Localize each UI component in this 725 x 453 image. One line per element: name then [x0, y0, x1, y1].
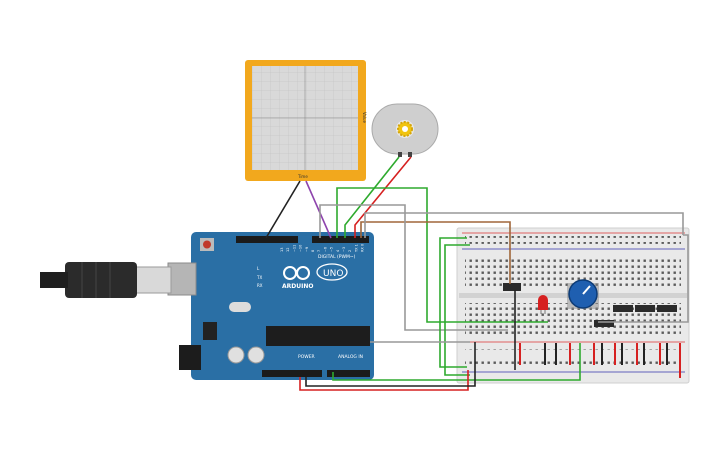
- model-label: UNO: [323, 269, 343, 279]
- dc-motor[interactable]: [371, 103, 439, 157]
- analog-header[interactable]: [327, 370, 370, 377]
- capacitor-1: [227, 346, 245, 364]
- digital-header-left[interactable]: [236, 236, 298, 243]
- rx-label: RX: [257, 283, 263, 288]
- push-button[interactable]: [503, 283, 521, 291]
- pin-label: ~10: [299, 245, 303, 252]
- wire-green-3: [444, 244, 470, 376]
- pin-label: 13: [280, 248, 284, 252]
- wire-gray-right: [598, 234, 689, 323]
- pin-label: 7: [317, 250, 321, 252]
- usb-cable[interactable]: [40, 262, 172, 298]
- wire-brown: [360, 221, 511, 284]
- digital-header-right[interactable]: [312, 236, 369, 243]
- power-jack: [179, 345, 201, 370]
- button-4[interactable]: [594, 320, 614, 327]
- crystal-oscillator: [229, 302, 251, 312]
- logo-label: ARDUINO: [282, 283, 313, 290]
- arduino-uno-board[interactable]: UNO ARDUINO DIGITAL (PWM~) POWER ANALOG …: [167, 232, 374, 380]
- button-1[interactable]: [613, 305, 633, 312]
- wire-black-bottom: [305, 342, 476, 387]
- wire-gray-top: [364, 212, 684, 238]
- vertical-jumpers[interactable]: [519, 343, 681, 378]
- serial-plotter[interactable]: Time Value: [245, 60, 367, 181]
- wire-motor-red: [354, 156, 412, 238]
- voltage-regulator: [203, 322, 217, 340]
- analog-label: ANALOG IN: [338, 354, 363, 360]
- wire-motor-green: [344, 156, 400, 238]
- tx-label: TX: [256, 275, 262, 280]
- pin-label: 8: [311, 250, 315, 252]
- microcontroller-chip: [266, 326, 370, 346]
- pin-label: TX 1: [354, 244, 358, 253]
- pin-label: 12: [286, 248, 290, 252]
- usb-port: [167, 262, 197, 296]
- power-label: POWER: [298, 354, 315, 360]
- plotter-x-label: Time: [297, 174, 308, 179]
- digital-label: DIGITAL (PWM~): [318, 254, 356, 260]
- pin-label: 4: [336, 249, 340, 252]
- pin-label: ~11: [292, 245, 296, 252]
- pin-label: 2: [348, 250, 352, 252]
- wire-red-bottom: [299, 370, 469, 391]
- wire-green-2: [439, 237, 467, 368]
- l-label: L: [257, 266, 260, 271]
- wire-green-4: [332, 343, 581, 381]
- pin-label: RX 0: [361, 244, 365, 252]
- potentiometer[interactable]: [567, 279, 599, 309]
- pin-label: ~5: [330, 247, 334, 252]
- arduino-logo-icon: [283, 263, 348, 281]
- capacitor-2: [247, 346, 265, 364]
- pin-label: ~3: [342, 247, 346, 252]
- pin-label: ~6: [323, 247, 327, 252]
- power-header[interactable]: [262, 370, 322, 377]
- wires[interactable]: [265, 156, 689, 391]
- button-2[interactable]: [635, 305, 655, 312]
- wire-plotter-gnd: [265, 180, 301, 239]
- red-led[interactable]: [538, 295, 548, 314]
- wire-plotter-signal: [305, 180, 332, 239]
- pin-label: ~9: [305, 247, 309, 252]
- gear-icon: [397, 121, 413, 137]
- plotter-y-label: Value: [362, 112, 367, 124]
- button-3[interactable]: [657, 305, 677, 312]
